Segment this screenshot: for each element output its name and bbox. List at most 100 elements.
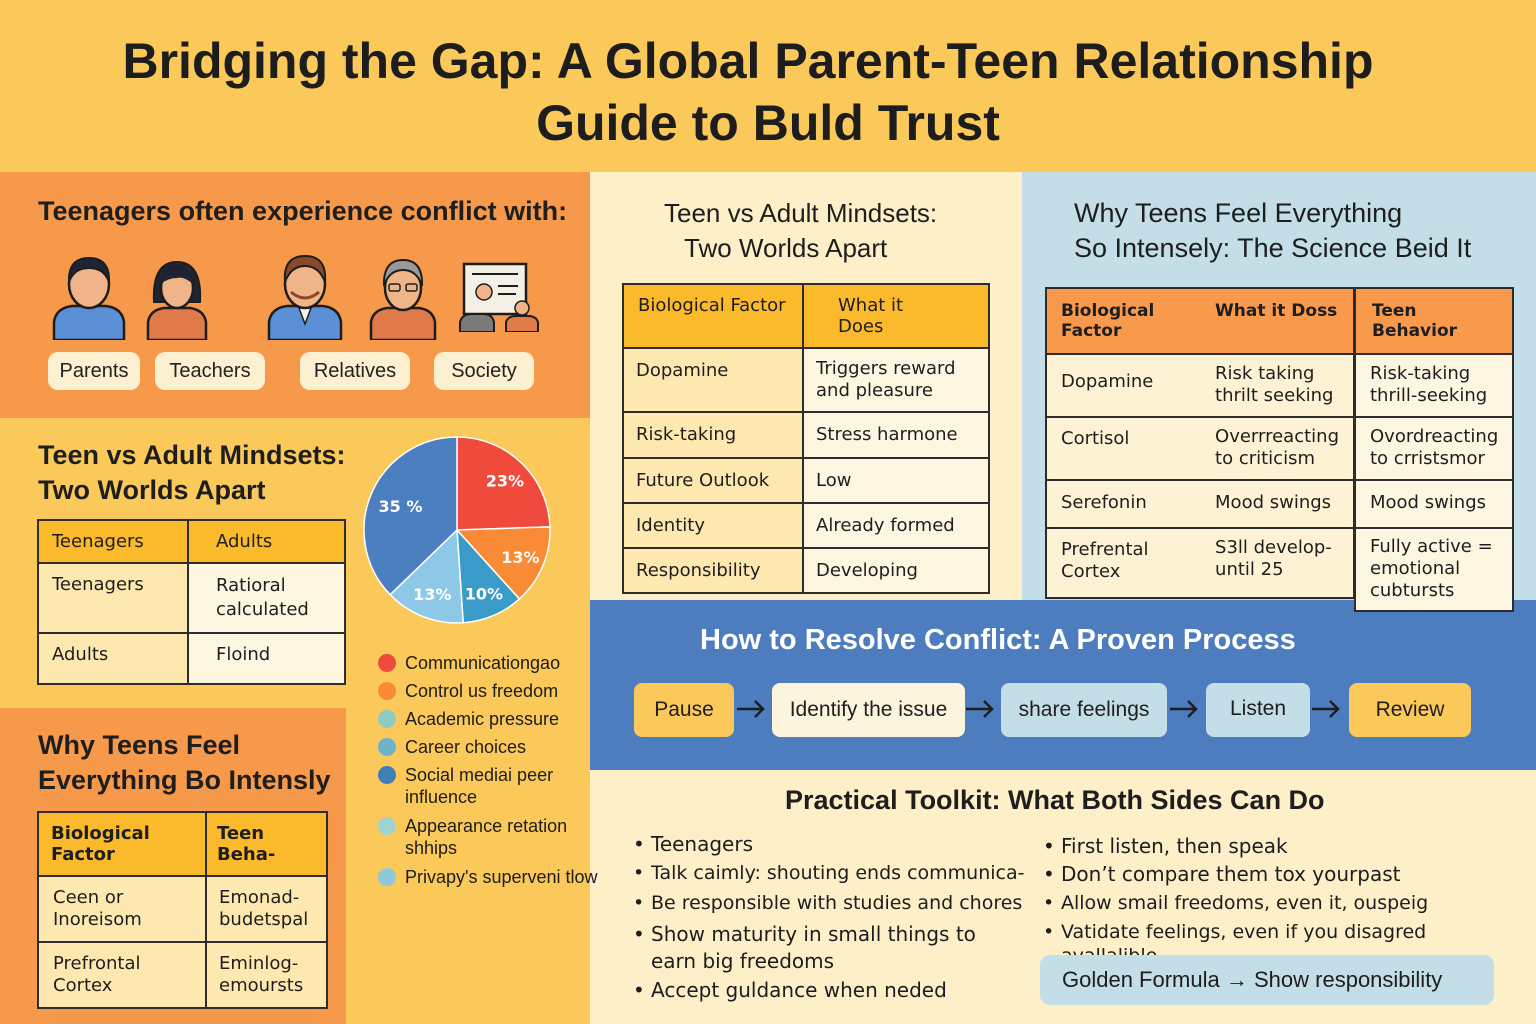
legend-label: Career choices bbox=[405, 737, 527, 757]
title-bar: Bridging the Gap: A Global Parent-Teen R… bbox=[0, 0, 1536, 172]
table-header: What it Doss bbox=[1201, 287, 1355, 355]
table-cell: Dopamine bbox=[622, 347, 804, 413]
table-cell: Prefrontal Cortex bbox=[37, 941, 207, 1009]
table-header: Biological Factor bbox=[37, 811, 207, 877]
legend-swatch bbox=[378, 738, 396, 756]
table-header: Teen Beha- bbox=[205, 811, 328, 877]
arrow-right-icon bbox=[966, 700, 994, 718]
legend-label: Appearance retation shhips bbox=[405, 816, 568, 858]
pie-chart: 23%13%10%13%35 % bbox=[363, 436, 551, 624]
table-cell: Ceen or Inoreisom bbox=[37, 875, 207, 943]
pie-slice-label: 23% bbox=[486, 472, 524, 491]
table-cell: Fully active = emotional cubtursts bbox=[1353, 527, 1515, 612]
arrow-right-icon bbox=[1312, 700, 1340, 718]
list-item: Talk caimly: shouting ends communica- bbox=[633, 861, 1031, 885]
pie-slice bbox=[389, 528, 465, 624]
table-cell: Risk taking thrilt seeking bbox=[1201, 353, 1355, 418]
tag-relatives: Relatives bbox=[300, 352, 410, 390]
table-header: Adults bbox=[187, 519, 346, 564]
list-item: Show maturity in small things to earn bi… bbox=[633, 921, 981, 975]
table-cell: Mood swings bbox=[1353, 479, 1515, 529]
pie-slice bbox=[363, 436, 458, 596]
legend-swatch bbox=[378, 710, 396, 728]
tag-teachers: Teachers bbox=[155, 352, 265, 390]
legend-label: Control us freedom bbox=[405, 681, 559, 701]
golden-formula-value: Show responsibility bbox=[1254, 967, 1443, 992]
why-left-heading-line-2: Everything Bo Intensly bbox=[38, 765, 331, 795]
pie-slice bbox=[455, 526, 551, 601]
mindsets-left-table: Teenagers Adults Teenagers Ratioral calc… bbox=[37, 519, 346, 685]
legend-label: Academic pressure bbox=[405, 709, 560, 729]
pie-slice bbox=[456, 436, 551, 531]
mindsets-left-heading-line-1: Teen vs Adult Mindsets: bbox=[38, 440, 346, 470]
table-cell: Dopamine bbox=[1044, 353, 1202, 418]
pie-slice-label: 35 % bbox=[379, 497, 423, 516]
golden-formula-label: Golden Formula bbox=[1062, 967, 1220, 992]
table-cell: Ovordreacting to crristsmor bbox=[1353, 416, 1515, 481]
table-cell: Low bbox=[802, 457, 990, 504]
person-relative-icon bbox=[267, 254, 343, 340]
table-cell: Identity bbox=[622, 502, 804, 549]
table-cell: Cortisol bbox=[1044, 416, 1202, 481]
legend-label: Privapy's superveni tlow bbox=[405, 867, 598, 887]
resolve-heading: How to Resolve Conflict: A Proven Proces… bbox=[700, 624, 1296, 656]
table-header: Biological Factor bbox=[622, 283, 804, 349]
legend-swatch bbox=[378, 654, 396, 672]
table-cell: Triggers reward and pleasure bbox=[802, 347, 990, 413]
table-cell: Risk-taking thrill-seeking bbox=[1353, 353, 1515, 418]
table-cell: Adults bbox=[37, 632, 189, 685]
table-header: Teenagers bbox=[37, 519, 189, 564]
table-header: Biological Factor bbox=[1044, 287, 1202, 355]
mindsets-mid-table: Biological Factor What it Does Dopamine … bbox=[622, 283, 990, 594]
table-cell: Risk-taking bbox=[622, 411, 804, 459]
legend-swatch bbox=[378, 817, 396, 835]
table-cell: Floind bbox=[187, 632, 346, 685]
arrow-right-icon bbox=[737, 700, 765, 718]
list-item: Allow smail freedoms, even it, ouspeig bbox=[1043, 891, 1501, 915]
why-left-heading-line-1: Why Teens Feel bbox=[38, 730, 241, 760]
society-board-icon bbox=[459, 262, 539, 332]
list-item: Don’t compare them tox yourpast bbox=[1043, 862, 1501, 886]
person-elder-icon bbox=[369, 258, 437, 340]
toolkit-heading: Practical Toolkit: What Both Sides Can D… bbox=[785, 785, 1325, 815]
legend-swatch bbox=[378, 682, 396, 700]
mindsets-mid-heading: Teen vs Adult Mindsets: Two Worlds Apart bbox=[590, 196, 1022, 266]
table-cell: Mood swings bbox=[1201, 479, 1355, 529]
table-cell: Prefrental Cortex bbox=[1044, 527, 1202, 599]
table-cell: Serefonin bbox=[1044, 479, 1202, 529]
mindsets-left-heading: Teen vs Adult Mindsets: Two Worlds Apart bbox=[38, 438, 346, 508]
table-cell: Developing bbox=[802, 547, 990, 594]
table-cell: Ratioral calculated bbox=[187, 562, 346, 634]
science-heading: Why Teens Feel Everything So Intensely: … bbox=[1074, 196, 1471, 266]
step-identify-issue: Identify the issue bbox=[772, 683, 965, 737]
pie-slice-label: 13% bbox=[501, 548, 539, 567]
legend-label: Social mediai peer influence bbox=[405, 765, 554, 807]
table-cell: Stress harmone bbox=[802, 411, 990, 459]
mindsets-left-heading-line-2: Two Worlds Apart bbox=[38, 475, 266, 505]
science-heading-line-1: Why Teens Feel Everything bbox=[1074, 198, 1403, 228]
science-heading-line-2: So Intensely: The Science Beid It bbox=[1074, 233, 1472, 263]
step-pause: Pause bbox=[634, 683, 734, 737]
tag-parents: Parents bbox=[48, 352, 140, 390]
step-share-feelings: share feelings bbox=[1001, 683, 1167, 737]
arrow-right-icon bbox=[1170, 700, 1198, 718]
golden-formula: Golden Formula → Show responsibility bbox=[1040, 955, 1494, 1005]
why-left-table: Biological Factor Teen Beha- Ceen or Ino… bbox=[37, 811, 328, 1009]
table-cell: Emonad- budetspal bbox=[205, 875, 328, 943]
table-cell: Overrreacting to criticism bbox=[1201, 416, 1355, 481]
conflict-heading: Teenagers often experience conflict with… bbox=[38, 196, 568, 226]
title-line-1: Bridging the Gap: A Global Parent-Teen R… bbox=[122, 33, 1374, 89]
person-parent-icon bbox=[52, 256, 126, 340]
legend-label: Communicationgao bbox=[405, 653, 561, 673]
science-table-left: Biological Factor What it Doss Dopamine … bbox=[1044, 287, 1355, 599]
page-title: Bridging the Gap: A Global Parent-Teen R… bbox=[0, 30, 1536, 154]
mindsets-mid-heading-line-2: Two Worlds Apart bbox=[684, 233, 888, 263]
table-header: What it Does bbox=[802, 283, 990, 349]
arrow-right-icon: → bbox=[1225, 967, 1254, 992]
list-item: First listen, then speak bbox=[1043, 834, 1501, 858]
pie-slice-label: 13% bbox=[413, 585, 451, 604]
list-item: Teenagers bbox=[633, 832, 1031, 856]
table-header: Teen Behavior bbox=[1353, 287, 1515, 355]
legend-panel bbox=[346, 708, 590, 1024]
